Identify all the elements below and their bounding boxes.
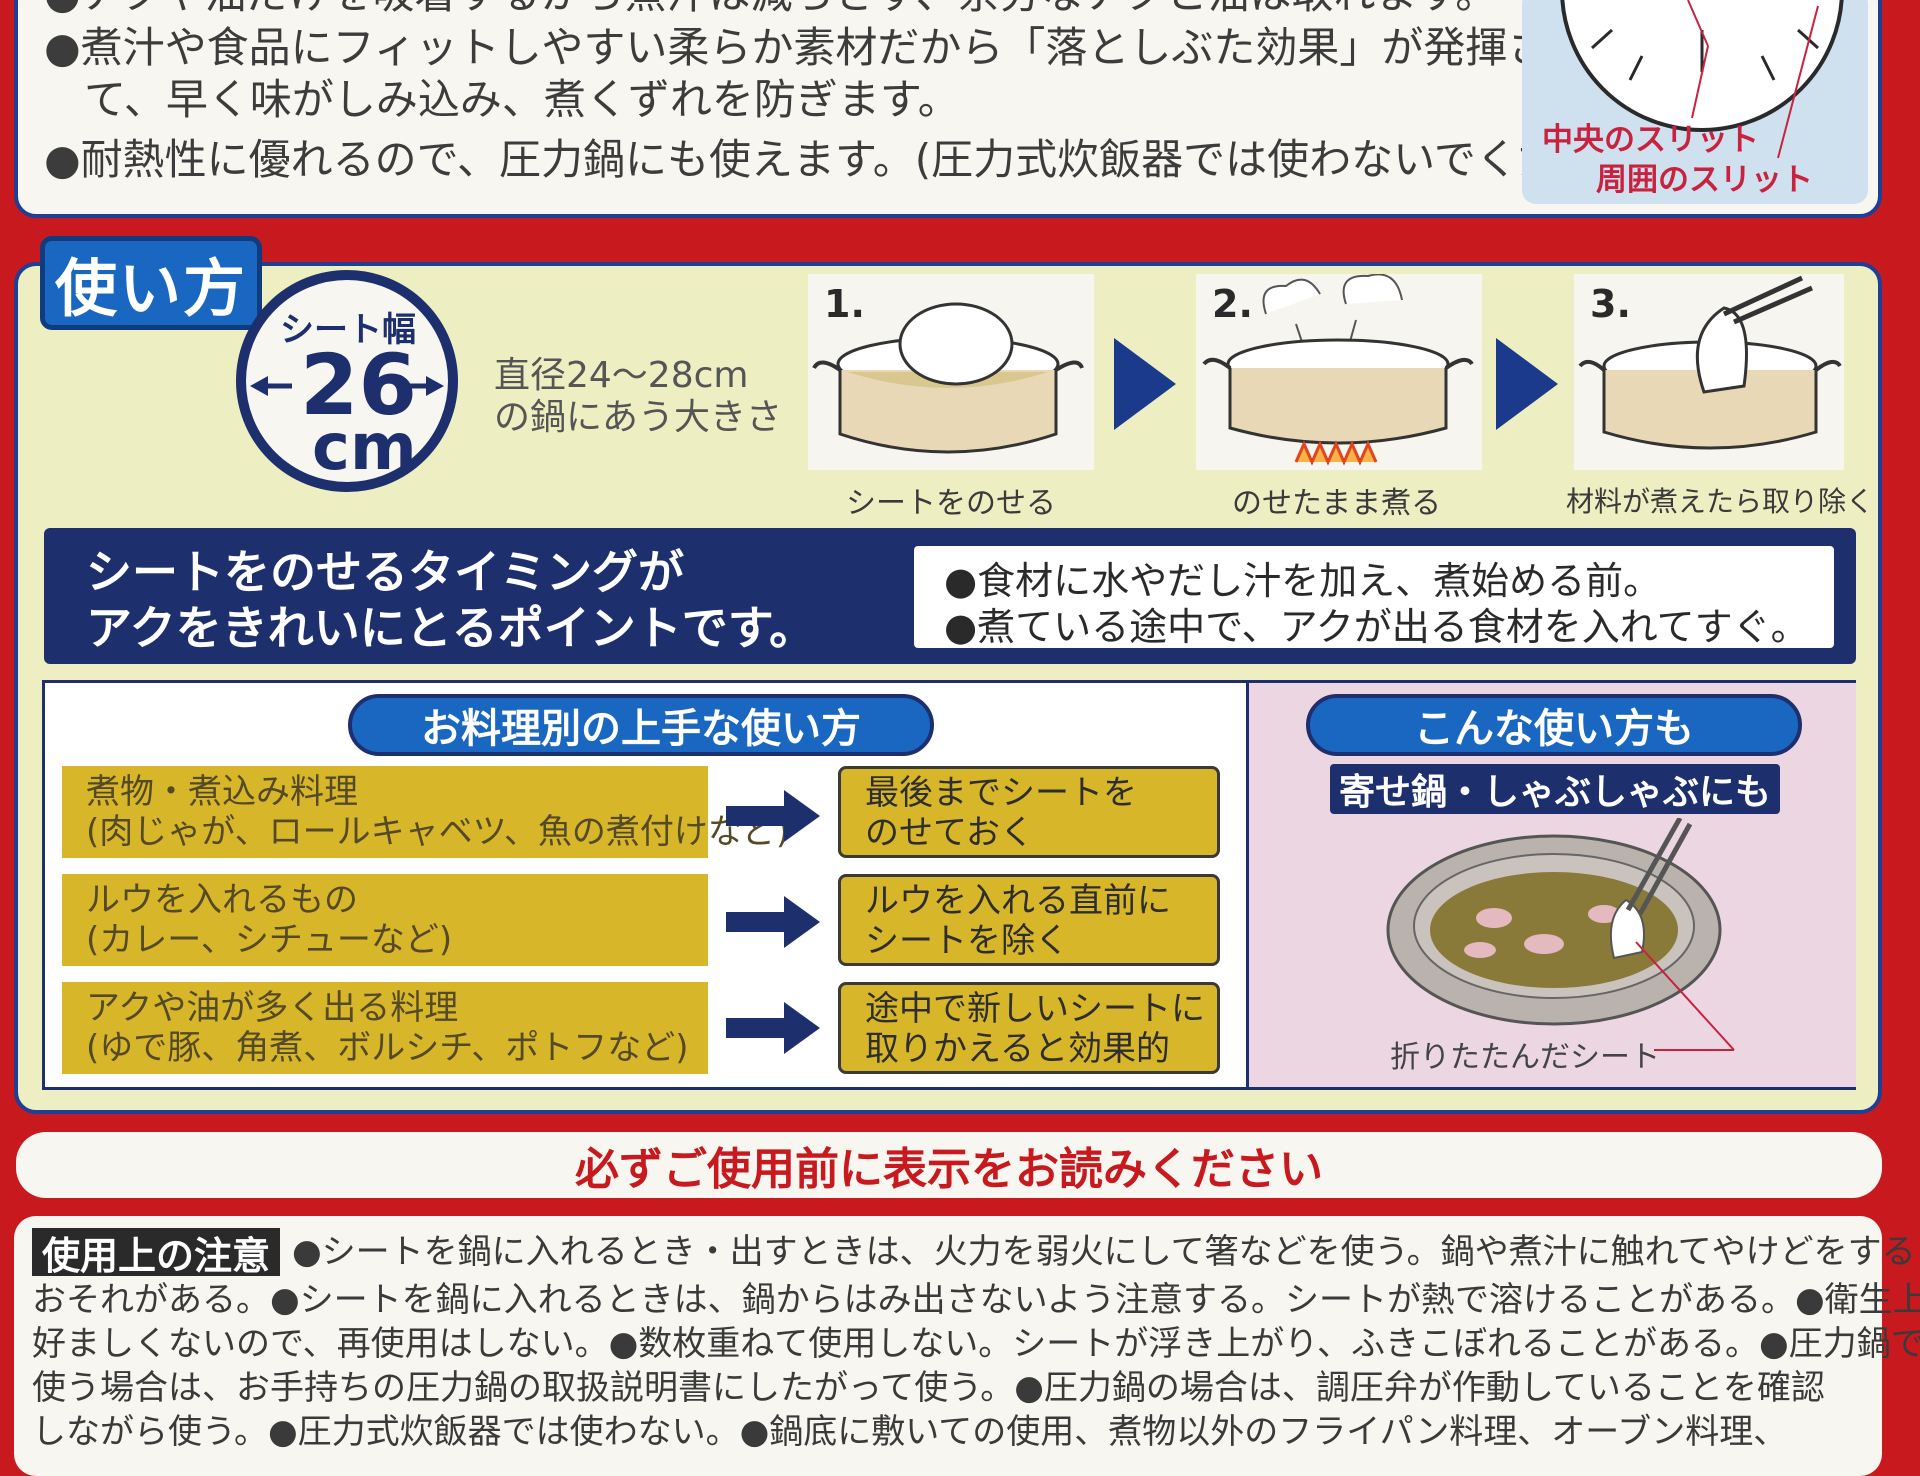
pot-diameter-text: 直径24～28cm <box>494 355 749 396</box>
feature-text-line2: て、早く味がしみ込み、煮くずれを防ぎます。 <box>84 75 960 124</box>
width-arrows-icon <box>250 358 444 416</box>
read-before-use-banner: 必ずご使用前に表示をお読みください <box>16 1132 1882 1198</box>
tip-text: ルウを入れる直前に <box>865 881 1171 921</box>
arrow-right-icon <box>726 896 820 948</box>
caution-panel <box>14 1216 1882 1476</box>
caution-line-5: しながら使う。●圧力式炊飯器では使わない。●鍋底に敷いての使用、煮物以外のフライ… <box>32 1412 1788 1452</box>
caution-line-2: おそれがある。●シートを鍋に入れるときは、鍋からはみ出さないよう注意する。シート… <box>32 1280 1920 1320</box>
dish-row-scum: アクや油が多く出る料理 (ゆで豚、角煮、ボルシチ、ポトフなど) <box>62 982 708 1074</box>
hotpot-illustration <box>1386 818 1735 1051</box>
method-heading: お料理別の上手な使い方 <box>348 694 934 756</box>
pot-size-text: の鍋にあう大きさ <box>494 397 783 438</box>
dish-name: アクや油が多く出る料理 <box>86 988 459 1028</box>
sheet-slit-illustration <box>1560 0 1844 159</box>
sheet-width-unit: cm <box>312 411 417 485</box>
step-2-number: 2. <box>1212 282 1253 326</box>
tip-text: 最後までシートを <box>865 773 1137 813</box>
sheet-slit-diagram <box>1522 0 1868 204</box>
tip-text: 途中で新しいシートに <box>865 989 1205 1029</box>
timing-point-2: ●煮ている途中で、アクが出る食材を入れてすぐ。 <box>944 605 1809 649</box>
step-2-caption: のせたまま煮る <box>1232 486 1442 521</box>
tip-text: 取りかえると効果的 <box>865 1029 1170 1069</box>
folded-sheet-label: 折りたたんだシート <box>1390 1040 1660 1075</box>
dish-row-stew: 煮物・煮込み料理 (肉じゃが、ロールキャベツ、魚の煮付けなど) <box>62 766 790 858</box>
outer-slit-label: 周囲のスリット <box>1596 162 1813 198</box>
dish-examples: (カレー、シチューなど) <box>86 920 453 960</box>
sheet-width-badge <box>236 270 458 492</box>
step-arrow-icon <box>1496 338 1558 430</box>
step-3-number: 3. <box>1590 282 1631 326</box>
tip-text: のせておく <box>865 813 1034 853</box>
dish-examples: (肉じゃが、ロールキャベツ、魚の煮付けなど) <box>86 812 790 852</box>
center-slit-label: 中央のスリット <box>1542 122 1759 158</box>
timing-heading-line1: シートをのせるタイミングが <box>86 545 684 599</box>
pot-remove-sheet-icon <box>1578 275 1842 450</box>
step-1-illustration: 1. <box>808 274 1094 470</box>
feature-text-partial: ●アクや油だけを吸着するから煮汁は減らさず、余分なアクと油は取れます。 <box>44 0 1497 18</box>
sheet-width-label: シート幅 <box>280 310 416 350</box>
arrow-right-icon <box>726 1002 820 1054</box>
feature-text-line3: ●耐熱性に優れるので、圧力鍋にも使えます。(圧力式炊飯器では使わないでください) <box>44 135 1661 184</box>
caution-title: 使用上の注意 <box>32 1228 280 1278</box>
step-1-caption: シートをのせる <box>846 486 1056 521</box>
timing-points-box <box>914 546 1834 648</box>
step-2-illustration: 2. <box>1196 273 1482 470</box>
dish-row-roux: ルウを入れるもの (カレー、シチューなど) <box>62 874 708 966</box>
step-1-number: 1. <box>824 282 865 326</box>
dish-examples: (ゆで豚、角煮、ボルシチ、ポトフなど) <box>86 1028 689 1068</box>
usage-title: 使い方 <box>40 236 262 330</box>
timing-point-1: ●食材に水やだし汁を加え、煮始める前。 <box>944 559 1662 603</box>
dish-name: 煮物・煮込み料理 <box>86 772 358 812</box>
step-arrow-icon <box>1114 338 1176 430</box>
sheet-width-value: 26 <box>300 336 417 434</box>
pot-with-sheet-icon <box>812 302 1084 454</box>
feature-text-line1: ●煮汁や食品にフィットしやすい柔らか素材だから「落としぶた効果」が発揮され <box>44 23 1592 72</box>
step-3-illustration: 3. <box>1574 274 1844 470</box>
timing-heading-line2: アクをきれいにとるポイントです。 <box>86 601 816 655</box>
pot-boiling-icon <box>1202 273 1474 466</box>
hotpot-label: 寄せ鍋・しゃぶしゃぶにも <box>1330 764 1780 814</box>
read-before-use-text: 必ずご使用前に表示をお読みください <box>575 1144 1323 1195</box>
dish-name: ルウを入れるもの <box>86 880 358 920</box>
other-uses-heading: こんな使い方も <box>1306 694 1802 756</box>
caution-line-3: 好ましくないので、再使用はしない。●数枚重ねて使用しない。シートが浮き上がり、ふ… <box>32 1324 1920 1364</box>
arrow-right-icon <box>726 790 820 842</box>
tip-text: シートを除く <box>865 921 1069 961</box>
step-3-caption: 材料が煮えたら取り除く <box>1566 485 1875 518</box>
caution-line-4: 使う場合は、お手持ちの圧力鍋の取扱説明書にしたがって使う。●圧力鍋の場合は、調圧… <box>32 1368 1825 1408</box>
tip-row-stew: 最後までシートを のせておく <box>838 766 1220 858</box>
caution-line-1: ●シートを鍋に入れるとき・出すときは、火力を弱火にして箸などを使う。鍋や煮汁に触… <box>292 1232 1916 1272</box>
tip-row-scum: 途中で新しいシートに 取りかえると効果的 <box>838 982 1220 1074</box>
tip-row-roux: ルウを入れる直前に シートを除く <box>838 874 1220 966</box>
